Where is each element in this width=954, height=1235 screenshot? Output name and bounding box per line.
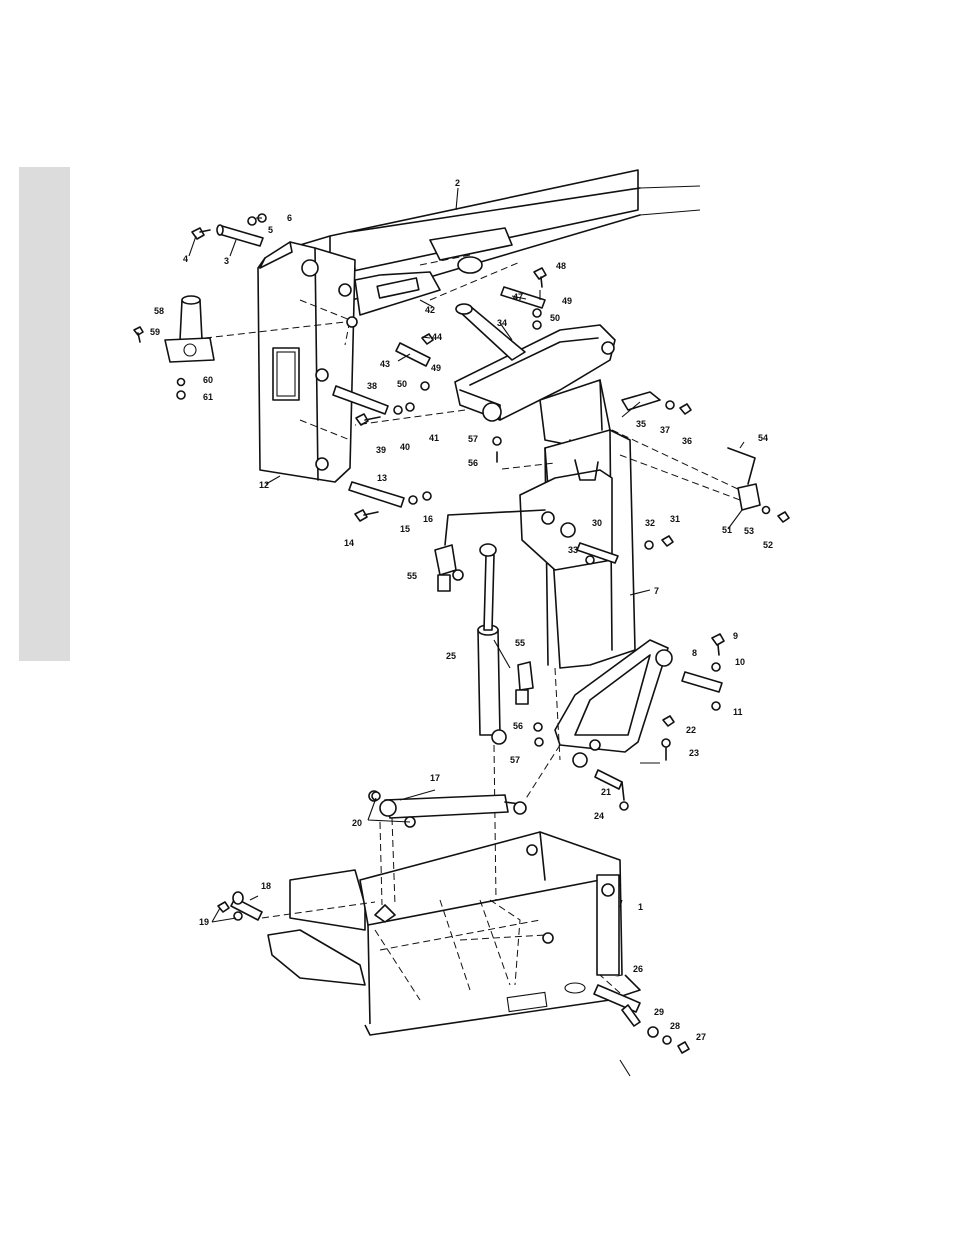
side-plate xyxy=(258,242,440,482)
callout-44: 44 xyxy=(432,332,442,342)
callout-27: 27 xyxy=(696,1032,706,1042)
callout-14: 14 xyxy=(344,538,354,548)
callout-57b: 57 xyxy=(510,755,520,765)
base-frame xyxy=(268,832,640,1035)
callout-37: 37 xyxy=(660,425,670,435)
callout-10: 10 xyxy=(735,657,745,667)
callout-6: 6 xyxy=(287,213,292,223)
callout-56a: 56 xyxy=(468,458,478,468)
callout-47: 47 xyxy=(513,292,523,302)
callout-12: 12 xyxy=(259,480,269,490)
callout-36: 36 xyxy=(682,436,692,446)
callout-54: 54 xyxy=(758,433,768,443)
callout-9: 9 xyxy=(733,631,738,641)
callout-38: 38 xyxy=(367,381,377,391)
callout-35: 35 xyxy=(636,419,646,429)
callout-39: 39 xyxy=(376,445,386,455)
callout-11: 11 xyxy=(733,707,743,717)
callout-25: 25 xyxy=(446,651,456,661)
callout-17: 17 xyxy=(430,773,440,783)
callout-40: 40 xyxy=(400,442,410,452)
callout-15: 15 xyxy=(400,524,410,534)
callout-59: 59 xyxy=(150,327,160,337)
callout-28: 28 xyxy=(670,1021,680,1031)
callout-33: 33 xyxy=(568,545,578,555)
callout-55b: 55 xyxy=(515,638,525,648)
callout-48: 48 xyxy=(556,261,566,271)
callout-34: 34 xyxy=(497,318,507,328)
callout-4: 4 xyxy=(183,254,188,264)
callout-42: 42 xyxy=(425,305,435,315)
callout-21: 21 xyxy=(601,787,611,797)
callout-55a: 55 xyxy=(407,571,417,581)
callout-1: 1 xyxy=(638,902,643,912)
callout-60: 60 xyxy=(203,375,213,385)
callout-2: 2 xyxy=(455,178,460,188)
callout-49a: 49 xyxy=(562,296,572,306)
callout-43: 43 xyxy=(380,359,390,369)
callout-41: 41 xyxy=(429,433,439,443)
callout-13: 13 xyxy=(377,473,387,483)
callout-18: 18 xyxy=(261,881,271,891)
callout-3: 3 xyxy=(224,256,229,266)
callout-50b: 50 xyxy=(397,379,407,389)
callout-53: 53 xyxy=(744,526,754,536)
callout-29: 29 xyxy=(654,1007,664,1017)
callout-31: 31 xyxy=(670,514,680,524)
callout-56b: 56 xyxy=(513,721,523,731)
callout-32: 32 xyxy=(645,518,655,528)
callout-49b: 49 xyxy=(431,363,441,373)
callout-50a: 50 xyxy=(550,313,560,323)
callout-30: 30 xyxy=(592,518,602,528)
callout-51: 51 xyxy=(722,525,732,535)
callout-22: 22 xyxy=(686,725,696,735)
callout-23: 23 xyxy=(689,748,699,758)
callout-61: 61 xyxy=(203,392,213,402)
callout-24: 24 xyxy=(594,811,604,821)
callout-26: 26 xyxy=(633,964,643,974)
callout-8: 8 xyxy=(692,648,697,658)
callout-7: 7 xyxy=(654,586,659,596)
callout-5: 5 xyxy=(268,225,273,235)
callout-19: 19 xyxy=(199,917,209,927)
callout-16: 16 xyxy=(423,514,433,524)
callout-57a: 57 xyxy=(468,434,478,444)
callout-58: 58 xyxy=(154,306,164,316)
callout-52: 52 xyxy=(763,540,773,550)
callout-20: 20 xyxy=(352,818,362,828)
